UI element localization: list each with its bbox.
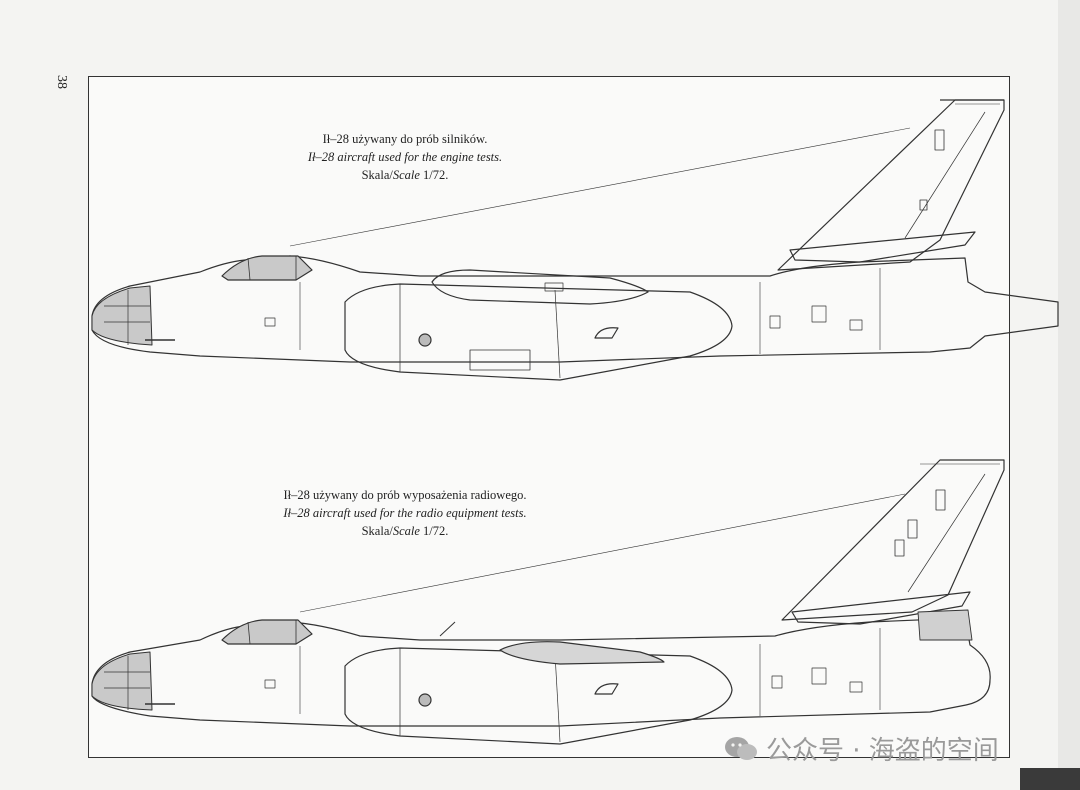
caption-english: Ił–28 aircraft used for the engine tests… — [307, 150, 503, 164]
page-edge-dark — [1020, 768, 1080, 790]
aircraft-radio-test — [91, 459, 1005, 745]
caption-english: Ił–28 aircraft used for the radio equipm… — [283, 506, 527, 520]
aircraft-engine-test — [91, 99, 1059, 381]
chat-bubble-icon — [725, 736, 757, 760]
watermark: 公众号 · 海盗的空间 — [724, 730, 999, 767]
caption-scale: Skala/Scale 1/72. — [361, 524, 449, 538]
caption-polish: Ił–28 używany do prób silników. — [322, 132, 488, 146]
caption-engine-tests: Ił–28 używany do prób silników. Ił–28 ai… — [300, 130, 510, 184]
caption-radio-tests: Ił–28 używany do prób wyposażenia radiow… — [260, 486, 550, 540]
watermark-text: 公众号 · 海盗的空间 — [766, 736, 999, 766]
caption-polish: Ił–28 używany do prób wyposażenia radiow… — [283, 488, 527, 502]
page-edge — [1058, 0, 1080, 790]
caption-scale: Skala/Scale 1/72. — [361, 168, 449, 182]
